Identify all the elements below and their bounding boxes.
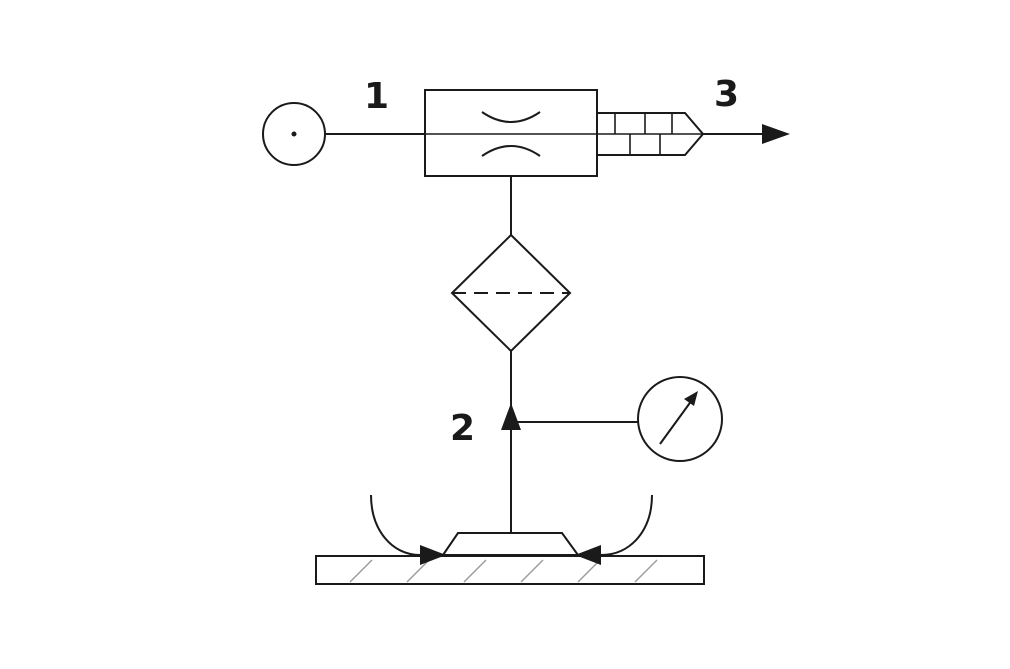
label-3: 3 xyxy=(714,74,739,115)
label-2: 2 xyxy=(450,408,475,449)
outlet-nozzle xyxy=(597,112,705,156)
label-1: 1 xyxy=(364,76,389,117)
left-airflow-arrow-icon xyxy=(370,494,446,565)
right-airflow-arrow-icon xyxy=(575,494,653,565)
pressure-gauge-icon xyxy=(637,376,723,462)
filter-icon xyxy=(450,233,572,353)
nozzle-block xyxy=(424,89,598,177)
signal-arrow-icon xyxy=(501,403,521,430)
outlet-arrow-icon xyxy=(703,124,790,144)
sensing-head xyxy=(441,532,580,556)
pressure-source-icon xyxy=(262,102,326,166)
workpiece-surface xyxy=(315,555,705,585)
